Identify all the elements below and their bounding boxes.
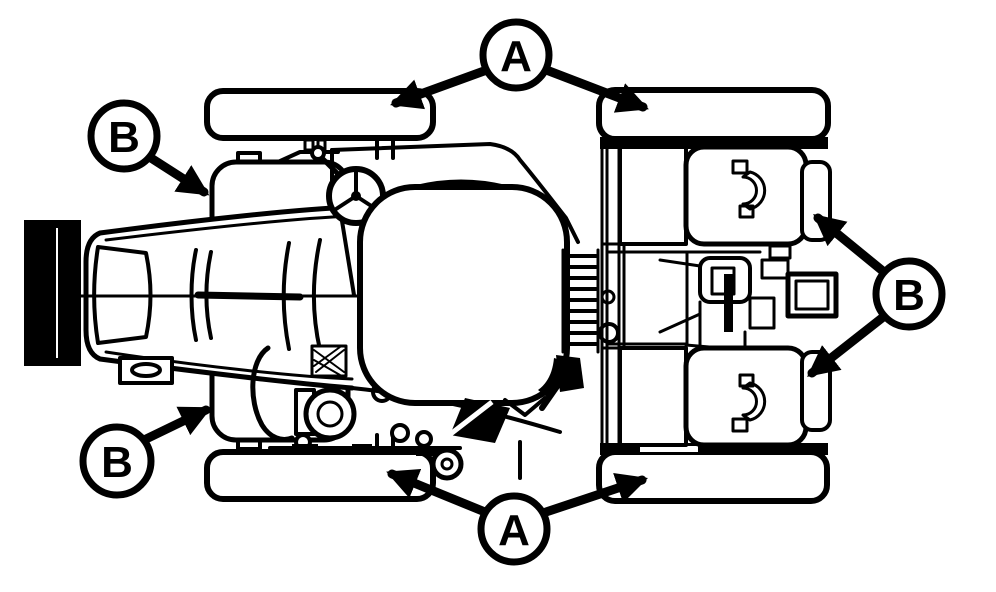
engine-details: [250, 344, 522, 481]
rear-fender-top: [618, 144, 832, 247]
hood: [78, 204, 562, 391]
hood-front-pane: [92, 245, 153, 345]
pedal: [430, 447, 464, 481]
callout-circle: [477, 492, 551, 566]
callout-arrow: [813, 213, 889, 277]
callout-letter-b-front-upper: B: [108, 113, 140, 162]
seat-support-wedge: [450, 398, 510, 443]
muffler-guard: [250, 345, 295, 442]
callout-arrow: [544, 66, 649, 113]
control-lever-knob: [310, 145, 326, 161]
callout-letter-a-bottom: A: [498, 506, 530, 555]
callout-arrow: [386, 468, 490, 517]
callout-b-rear: B: [807, 213, 946, 378]
transmission-housing: [605, 250, 689, 346]
front-hitch-box: [118, 356, 174, 385]
rear-fender-bottom: [618, 345, 832, 448]
callout-arrow: [139, 405, 212, 445]
callout-circle: [479, 18, 553, 92]
heat-shield-grille: [539, 248, 620, 411]
muffler: [303, 387, 357, 441]
seat-group: [357, 179, 570, 443]
callout-arrow: [807, 313, 887, 378]
callout-a-top: A: [390, 18, 649, 113]
callout-circle: [87, 99, 161, 173]
tire-bottom-rear: [596, 449, 830, 504]
callout-arrow: [541, 473, 648, 517]
callout-circle: [872, 257, 946, 331]
callout-circle: [79, 423, 155, 499]
callout-arrow: [390, 66, 489, 110]
tire-bottom-front: [204, 449, 436, 502]
callout-b-front-upper: B: [87, 99, 210, 197]
callout-a-bottom: A: [386, 468, 648, 566]
callout-letter-b-front-lower: B: [101, 438, 133, 487]
seat: [357, 184, 570, 406]
callout-letter-b-rear: B: [893, 271, 925, 320]
callout-b-front-lower: B: [79, 405, 212, 499]
callout-arrow: [146, 153, 210, 197]
callout-letter-a-top: A: [500, 32, 532, 81]
tire-top-front: [204, 88, 436, 141]
front-weight-bracket: [24, 220, 81, 366]
drawbar: [785, 271, 839, 319]
tire-top-rear: [596, 87, 831, 142]
tires-group: [204, 87, 831, 504]
